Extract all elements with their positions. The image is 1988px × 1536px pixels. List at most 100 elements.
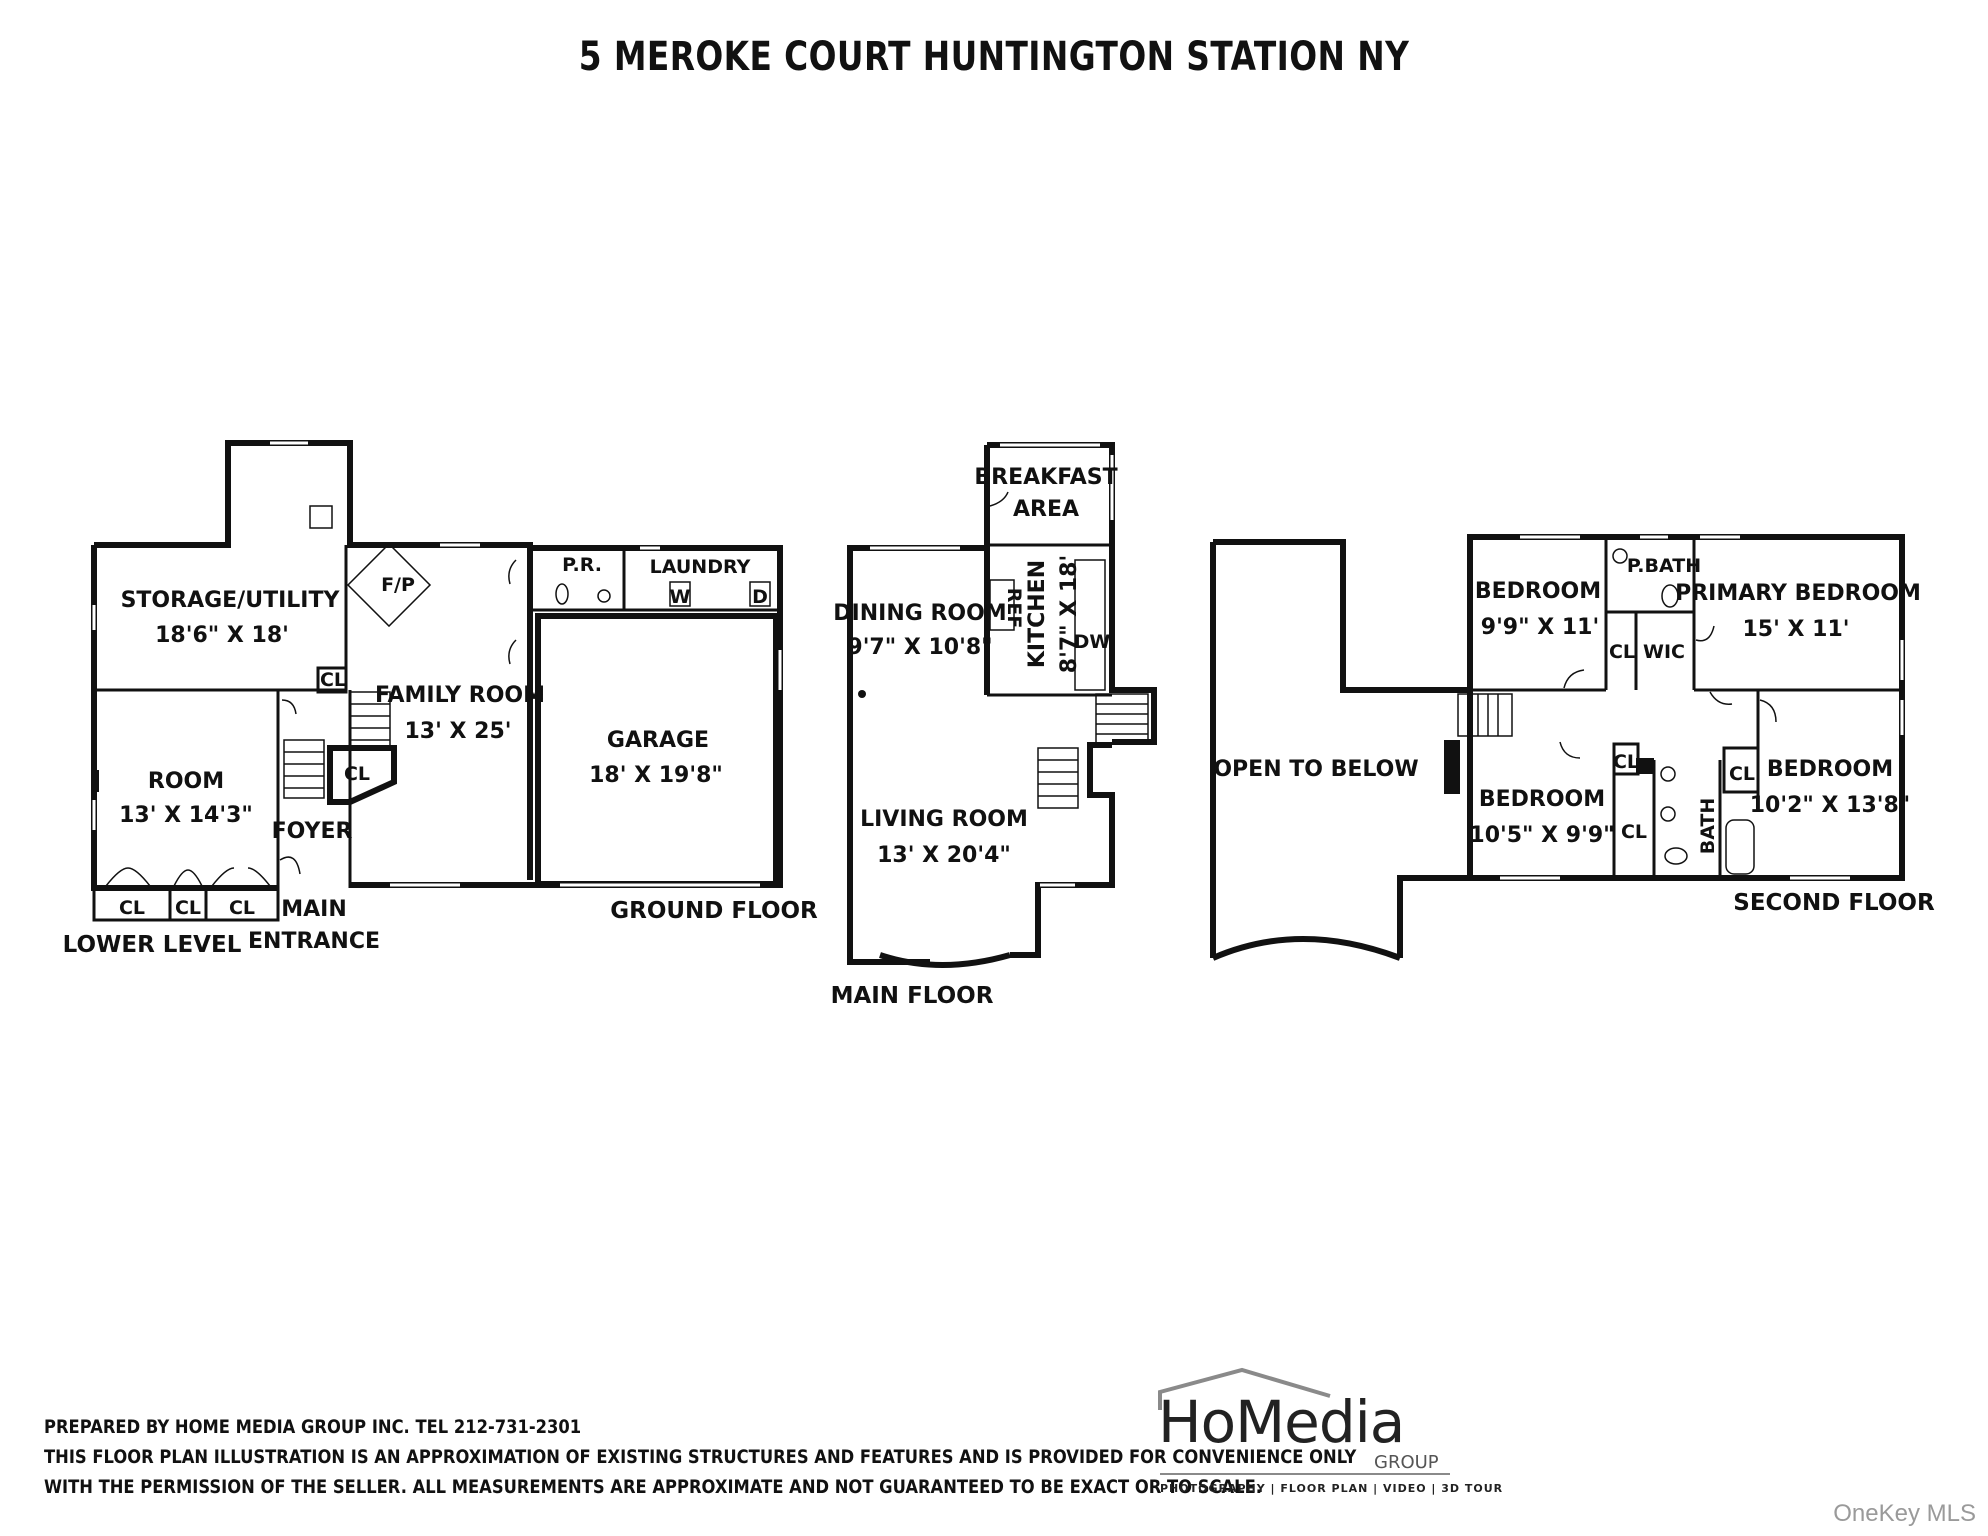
floor-label-main: MAIN FLOOR	[831, 983, 994, 1009]
closet-door	[173, 869, 203, 887]
room-label-room: ROOM	[148, 769, 224, 794]
label-wic: WIC	[1643, 641, 1685, 663]
sink	[1660, 766, 1676, 782]
door-arc	[508, 559, 517, 585]
room-dim-bedroom-2: 10'5" X 9'9"	[1469, 823, 1614, 848]
room-label-garage: GARAGE	[607, 728, 709, 753]
page-title: 5 MEROKE COURT HUNTINGTON STATION NY	[578, 34, 1410, 80]
wall-block	[1636, 758, 1654, 774]
room-dim-bedroom-3: 10'2" X 13'8"	[1750, 793, 1911, 818]
room-label-family: FAMILY ROOM	[375, 683, 545, 708]
main-stairs-2	[1037, 747, 1079, 809]
label-cl: CL	[175, 897, 201, 919]
foyer-stairs	[283, 739, 325, 799]
room-label-kitchen: KITCHEN	[1025, 560, 1050, 668]
door-arc	[1695, 625, 1715, 642]
label-main-entrance-1: MAIN	[281, 897, 347, 922]
toilet	[1661, 584, 1679, 608]
label-cl: CL	[1613, 751, 1639, 773]
label-cl: CL	[1729, 763, 1755, 785]
second-stairs	[1457, 693, 1513, 737]
sink	[1660, 806, 1676, 822]
utility-square	[309, 505, 333, 529]
family-stairs	[349, 691, 391, 751]
label-cl: CL	[1609, 641, 1635, 663]
floor-label-second: SECOND FLOOR	[1733, 890, 1935, 916]
label-cl: CL	[344, 763, 370, 785]
sink	[597, 589, 611, 603]
lower-closets	[92, 886, 280, 922]
door-arc	[1563, 669, 1585, 689]
room-label-foyer: FOYER	[272, 819, 353, 844]
door-arc	[1759, 699, 1777, 723]
wall-feature	[91, 770, 99, 792]
label-washer: W	[670, 586, 691, 608]
main-stairs-1	[1095, 693, 1149, 745]
logo-group: GROUP	[1374, 1452, 1439, 1473]
room-label-bath: BATH	[1697, 798, 1719, 855]
room-dim-garage: 18' X 19'8"	[589, 763, 723, 788]
open-below-wall-east	[1397, 875, 1470, 958]
room-dim-kitchen: 8'7" X 18'	[1057, 555, 1082, 673]
label-dryer: D	[752, 586, 768, 608]
toilet	[555, 583, 569, 605]
main-floor-plan	[847, 442, 1157, 968]
open-below-curve	[1211, 936, 1402, 961]
open-below-wall-north	[1213, 539, 1470, 693]
footer-line-3: WITH THE PERMISSION OF THE SELLER. ALL M…	[44, 1476, 1262, 1498]
room-label-primary: PRIMARY BEDROOM	[1675, 581, 1921, 606]
room-dim-dining: 9'7" X 10'8"	[847, 635, 992, 660]
label-fireplace: F/P	[381, 574, 415, 596]
ground-floor-plan	[91, 440, 783, 922]
cl-bed3	[1722, 746, 1760, 794]
door-arc	[1559, 741, 1581, 759]
light-fixture	[858, 690, 866, 698]
closet-door	[211, 867, 271, 887]
door-arc	[281, 699, 297, 715]
label-open-below: OPEN TO BELOW	[1213, 757, 1418, 782]
closet-door	[105, 867, 151, 887]
room-label-bedroom-2: BEDROOM	[1479, 787, 1605, 812]
bathtub	[1725, 819, 1755, 875]
storage-wall	[94, 440, 353, 548]
room-label-breakfast-2: AREA	[1013, 497, 1079, 522]
room-dim-bedroom-1: 9'9" X 11'	[1481, 615, 1599, 640]
logo-house-icon	[1158, 1367, 1331, 1410]
label-ref: REF	[1003, 588, 1025, 629]
label-cl: CL	[320, 669, 346, 691]
footer-line-2: THIS FLOOR PLAN ILLUSTRATION IS AN APPRO…	[44, 1446, 1357, 1468]
room-dim-primary: 15' X 11'	[1743, 617, 1850, 642]
chimney	[1444, 740, 1460, 794]
watermark: OneKey MLS	[1833, 1500, 1976, 1527]
room-label-bedroom-3: BEDROOM	[1767, 757, 1893, 782]
door-arc	[508, 639, 517, 665]
toilet	[1664, 847, 1688, 865]
room-label-pbath: P.BATH	[1627, 555, 1701, 577]
logo-wordmark: HoMedia	[1158, 1388, 1405, 1456]
door-arc	[989, 491, 1009, 507]
label-cl: CL	[119, 897, 145, 919]
floor-label-ground: GROUND FLOOR	[610, 898, 818, 924]
room-label-pr: P.R.	[562, 554, 602, 576]
living-bay	[879, 952, 1011, 968]
room-dim-living: 13' X 20'4"	[877, 843, 1011, 868]
sink	[1612, 548, 1628, 564]
room-label-storage: STORAGE/UTILITY	[121, 588, 341, 613]
footer-line-1: PREPARED BY HOME MEDIA GROUP INC. TEL 21…	[44, 1416, 582, 1438]
label-dw: DW	[1074, 631, 1111, 653]
washer	[669, 581, 691, 607]
kitchen-counter	[1074, 559, 1106, 691]
room-dim-storage: 18'6" X 18'	[155, 623, 289, 648]
kitchen-east-wall	[1109, 445, 1157, 745]
fireplace	[346, 542, 432, 628]
dryer	[749, 581, 771, 607]
fridge	[989, 579, 1015, 631]
ground-outer-wall	[350, 542, 783, 888]
room-label-laundry: LAUNDRY	[650, 556, 751, 578]
cl-closet	[327, 745, 397, 805]
living-wall-east	[1010, 742, 1115, 958]
label-cl: CL	[229, 897, 255, 919]
room-label-breakfast-1: BREAKFAST	[974, 465, 1117, 490]
living-wall-west	[847, 445, 990, 965]
room-label-dining: DINING ROOM	[833, 601, 1006, 626]
